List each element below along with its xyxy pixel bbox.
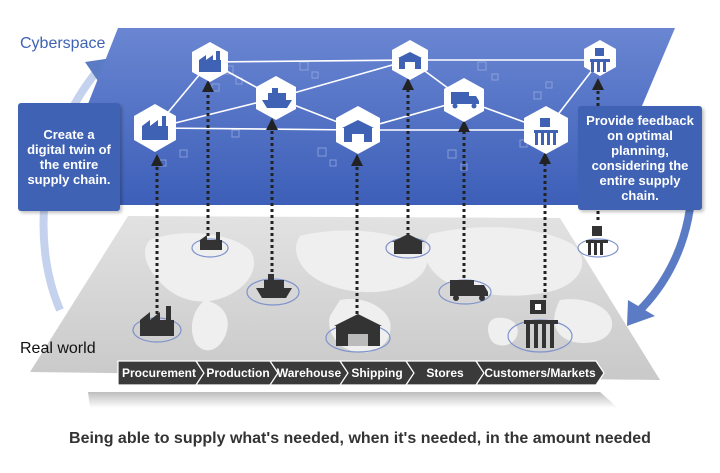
ship-icon <box>256 274 292 298</box>
twin-node-truck <box>444 78 484 122</box>
factory-icon <box>199 51 221 72</box>
real-node-shipping <box>246 274 300 306</box>
real-node-warehouse-2 <box>385 234 431 259</box>
step-procurement: Procurement <box>121 366 197 380</box>
left-callout-text: Create a digital twin of the entire supp… <box>27 127 111 187</box>
twin-connectors <box>151 78 604 320</box>
twin-node-warehouse <box>336 106 380 154</box>
step-warehouse: Warehouse <box>276 366 342 380</box>
right-cycle-arrowhead <box>627 300 655 326</box>
real-world-label: Real world <box>20 340 96 357</box>
real-node-store <box>507 300 573 353</box>
twin-node-procurement <box>134 104 176 152</box>
real-node-truck <box>438 279 492 305</box>
right-callout-text: Provide feedback on optimal planning, co… <box>586 113 694 203</box>
ship-icon <box>262 88 292 108</box>
left-callout: Create a digital twin of the entire supp… <box>18 103 120 211</box>
step-customers-markets: Customers/Markets <box>484 366 596 380</box>
twin-node-warehouse-2 <box>392 40 428 80</box>
cyberspace-label: Cyberspace <box>20 35 106 52</box>
factory-icon <box>142 116 168 140</box>
real-world-plane-shadow <box>88 392 618 408</box>
warehouse-icon <box>334 314 382 346</box>
twin-node-store-2 <box>584 40 616 76</box>
step-shipping: Shipping <box>351 366 403 380</box>
warehouse-icon <box>398 52 422 69</box>
twin-node-production <box>192 42 228 82</box>
step-stores: Stores <box>426 366 464 380</box>
truck-icon <box>451 92 479 109</box>
real-node-warehouse <box>325 314 391 353</box>
warehouse-icon <box>392 234 424 254</box>
store-icon <box>590 48 610 72</box>
twin-node-store <box>524 106 568 154</box>
real-node-store-2 <box>577 226 619 258</box>
truck-icon <box>450 280 488 301</box>
factory-icon <box>140 306 174 336</box>
process-flow <box>117 360 605 386</box>
step-production: Production <box>206 366 270 380</box>
twin-node-shipping <box>256 76 296 120</box>
right-callout: Provide feedback on optimal planning, co… <box>578 106 702 210</box>
warehouse-icon <box>342 120 374 142</box>
real-node-production <box>191 232 229 258</box>
real-node-procurement <box>132 306 182 343</box>
factory-icon <box>200 232 222 250</box>
store-icon <box>524 300 558 348</box>
store-icon <box>586 226 608 255</box>
caption: Being able to supply what's needed, when… <box>69 430 651 447</box>
store-icon <box>534 118 558 145</box>
